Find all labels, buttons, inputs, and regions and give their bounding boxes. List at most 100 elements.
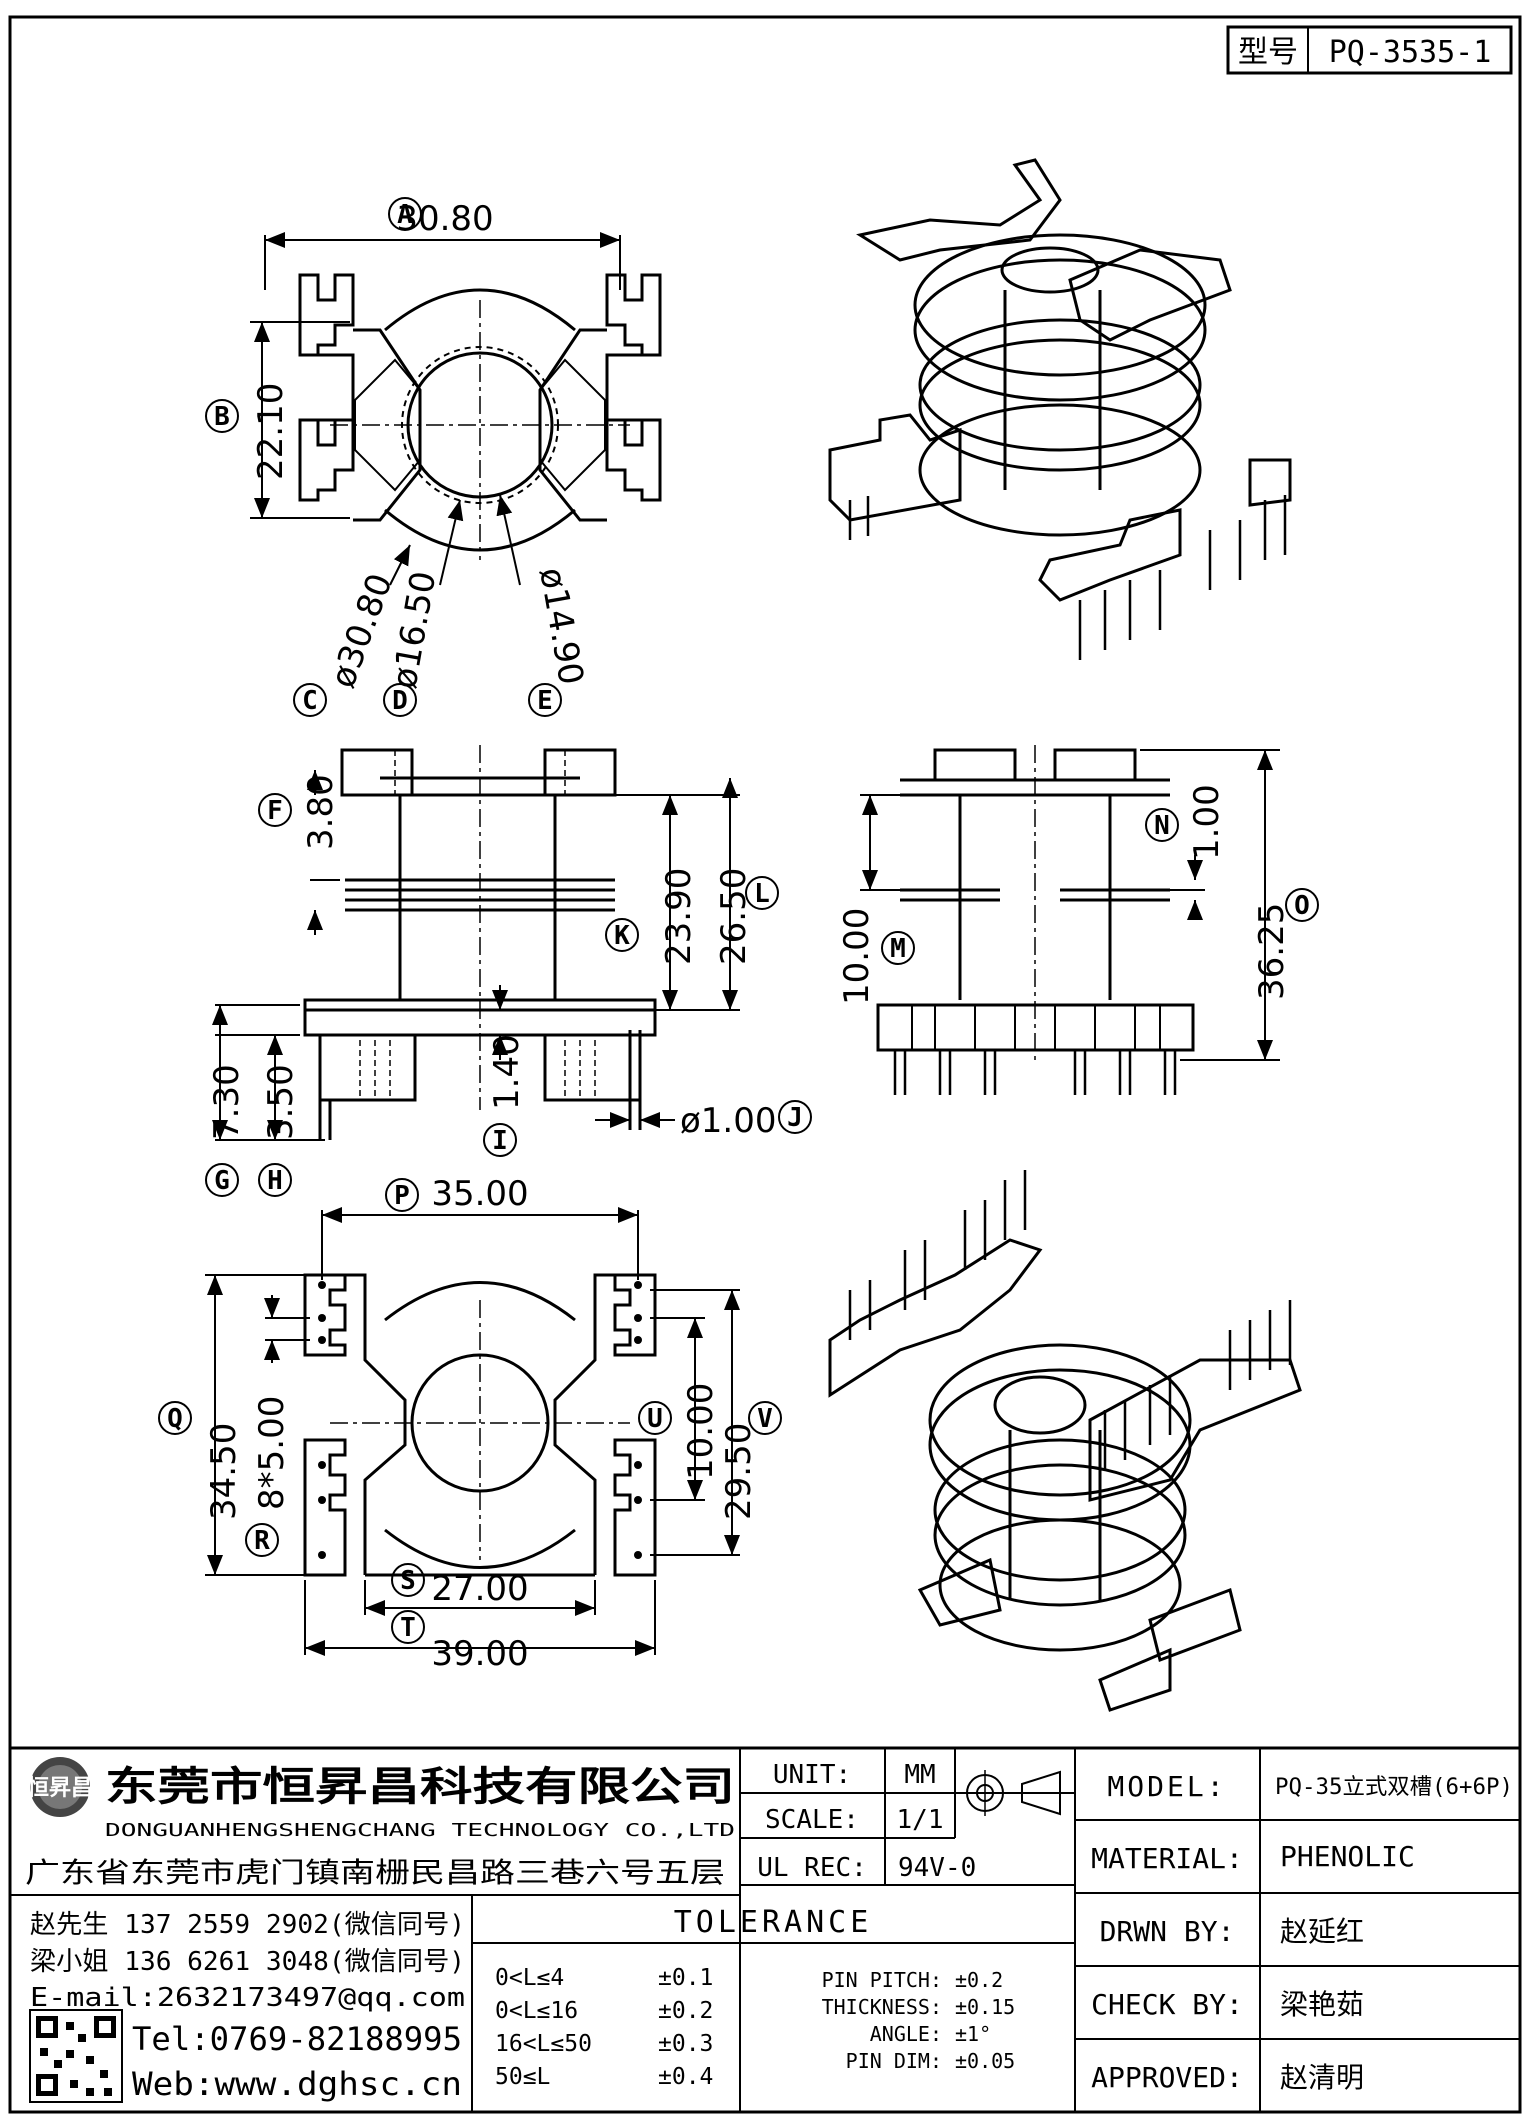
svg-text:Q: Q: [167, 1404, 183, 1434]
svg-text:B: B: [214, 402, 230, 432]
company-email: E-mail:2632173497@qq.com: [30, 1983, 465, 2013]
dim-K: 23.90: [659, 868, 699, 965]
qr-code: [29, 2009, 123, 2103]
dim-M: 10.00: [837, 908, 877, 1005]
sheet-border: [8, 15, 1522, 2114]
front-view: [303, 745, 657, 1140]
iso-view-bottom: [828, 1170, 1302, 1712]
svg-text:恒昇昌: 恒昇昌: [27, 1775, 93, 1801]
svg-text:V: V: [757, 1404, 773, 1434]
letter-L: L: [745, 876, 779, 910]
svg-text:50≤L: 50≤L: [495, 2064, 550, 2090]
svg-text:P: P: [394, 1181, 410, 1211]
company-web: Web:www.dghsc.cn: [132, 2065, 462, 2103]
dim-G: 7.30: [207, 1064, 247, 1140]
dim-E: ø14.90: [531, 565, 591, 688]
title-cells: MODEL: PQ-35立式双槽(6+6P) MATERIAL: PHENOLI…: [1091, 1770, 1513, 2094]
dim-O: 36.25: [1252, 903, 1292, 1000]
svg-text:R: R: [254, 1526, 270, 1556]
svg-text:THICKNESS:: THICKNESS:: [822, 1995, 942, 2019]
svg-text:M: M: [890, 934, 906, 964]
svg-text:±0.2: ±0.2: [658, 1998, 713, 2024]
check-label: CHECK BY:: [1091, 1988, 1243, 2021]
dim-N: 1.00: [1187, 784, 1227, 860]
svg-text:K: K: [614, 921, 630, 951]
ulrec-value: 94V-0: [898, 1853, 976, 1883]
top-view: [298, 273, 662, 560]
letter-E: E: [528, 683, 562, 717]
dim-V: 29.50: [719, 1423, 759, 1520]
letter-P: P: [385, 1178, 419, 1212]
company-logo: 恒昇昌: [27, 1757, 93, 1817]
tolerance-ranges: 0<L≤4 ±0.1 0<L≤16 ±0.2 16<L≤50 ±0.3 50≤L…: [495, 1965, 713, 2090]
material-label: MATERIAL:: [1091, 1842, 1243, 1875]
svg-text:PIN DIM:: PIN DIM:: [846, 2049, 942, 2073]
svg-text:D: D: [392, 686, 408, 716]
drwn-label: DRWN BY:: [1100, 1915, 1235, 1948]
svg-text:S: S: [400, 1566, 416, 1596]
bottom-view-dims: [205, 1207, 740, 1656]
iso-view-top: [828, 158, 1292, 660]
letter-K: K: [605, 918, 639, 952]
top-view-letters: A B C D E: [205, 197, 562, 717]
front-view-dim-text: 3.80 23.90 26.50 7.30 3.50 1.40 ø1.00: [207, 774, 777, 1141]
company-name-cn: 东莞市恒昇昌科技有限公司: [105, 1764, 735, 1810]
dim-H: 3.50: [261, 1064, 301, 1140]
model-box-value: PQ-3535-1: [1329, 35, 1492, 70]
svg-text:0<L≤4: 0<L≤4: [495, 1965, 564, 1991]
top-view-dims: [250, 232, 621, 586]
dim-R: 8*5.00: [252, 1396, 292, 1510]
side-view: [876, 745, 1195, 1095]
dim-L: 26.50: [714, 868, 754, 965]
svg-text:U: U: [647, 1404, 663, 1434]
unit-value: MM: [904, 1760, 935, 1790]
letter-O: O: [1285, 888, 1319, 922]
contact-1: 赵先生 137 2559 2902(微信同号): [30, 1910, 465, 1940]
front-view-letters: F K L G H I J: [205, 793, 812, 1197]
dim-F: 3.80: [301, 774, 341, 850]
letter-T: T: [391, 1610, 425, 1644]
dim-Q: 34.50: [204, 1423, 244, 1520]
tolerance-title: TOLERANCE: [674, 1905, 873, 1940]
material-value: PHENOLIC: [1280, 1840, 1415, 1873]
svg-text:±0.1: ±0.1: [658, 1965, 713, 1991]
scale-label: SCALE:: [765, 1805, 859, 1835]
letter-C: C: [293, 683, 327, 717]
company-address: 广东省东莞市虎门镇南栅民昌路三巷六号五层: [25, 1856, 725, 1889]
letter-M: M: [881, 931, 915, 965]
letter-R: R: [245, 1523, 279, 1557]
letter-F: F: [258, 793, 292, 827]
dim-U: 10.00: [681, 1383, 721, 1480]
letter-U: U: [638, 1401, 672, 1435]
scale-value: 1/1: [897, 1805, 944, 1835]
letter-B: B: [205, 399, 239, 433]
front-view-dims: [212, 770, 740, 1141]
dim-S: 27.00: [431, 1569, 528, 1609]
letter-D: D: [383, 683, 417, 717]
check-value: 梁艳茹: [1280, 1988, 1364, 2021]
svg-text:ANGLE:: ANGLE:: [870, 2022, 942, 2046]
bottom-view: [303, 1273, 657, 1577]
svg-text:H: H: [267, 1166, 283, 1196]
letter-N: N: [1145, 808, 1179, 842]
svg-text:E: E: [537, 686, 553, 716]
dim-I: 1.40: [487, 1034, 527, 1110]
bottom-view-letters: P Q R S T U V: [158, 1178, 782, 1644]
model-box: 型号 PQ-3535-1: [1226, 25, 1513, 75]
letter-J: J: [778, 1100, 812, 1134]
company-tel: Tel:0769-82188995: [132, 2020, 462, 2058]
svg-text:C: C: [302, 686, 318, 716]
letter-A: A: [388, 197, 422, 231]
svg-text:±0.3: ±0.3: [658, 2031, 713, 2057]
approved-value: 赵清明: [1280, 2061, 1364, 2094]
dim-A: 30.80: [396, 199, 493, 239]
svg-text:±1°: ±1°: [955, 2022, 991, 2046]
dim-J: ø1.00: [680, 1101, 777, 1141]
bottom-view-dim-text: 35.00 34.50 8*5.00 10.00 29.50 27.00 39.…: [204, 1174, 759, 1674]
svg-text:I: I: [492, 1126, 508, 1156]
svg-text:G: G: [214, 1166, 230, 1196]
svg-text:A: A: [397, 200, 413, 230]
svg-text:0<L≤16: 0<L≤16: [495, 1998, 578, 2024]
svg-text:L: L: [754, 879, 770, 909]
